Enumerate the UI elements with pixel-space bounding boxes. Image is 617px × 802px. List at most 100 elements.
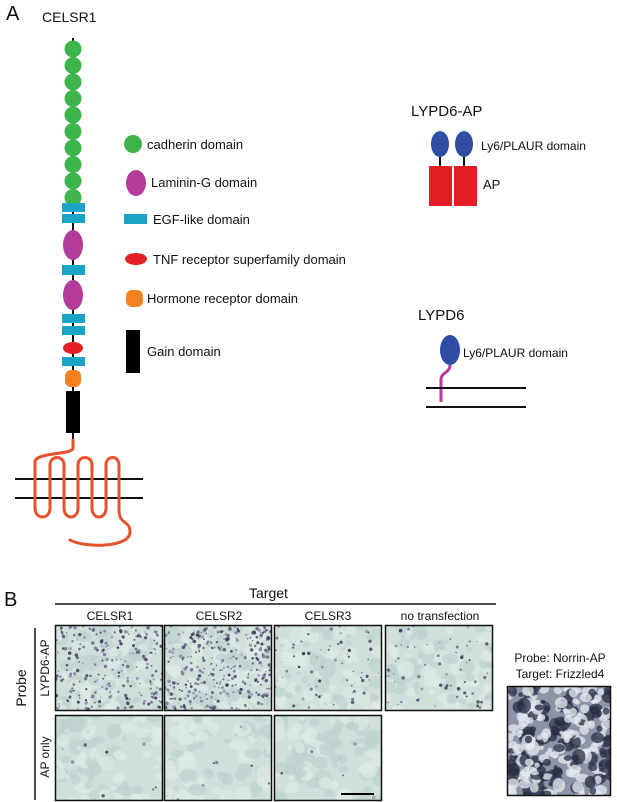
stain-speck bbox=[65, 669, 68, 672]
cadherin-legend-label: cadherin domain bbox=[147, 137, 243, 152]
stain-speck bbox=[364, 629, 369, 634]
stain-speck bbox=[79, 643, 82, 646]
texture-blotch bbox=[152, 649, 158, 655]
stain-speck bbox=[126, 677, 129, 680]
stain-speck bbox=[91, 694, 95, 698]
stain-speck bbox=[257, 674, 261, 677]
stain-speck bbox=[202, 680, 207, 685]
texture-blotch bbox=[69, 698, 78, 707]
stain-speck bbox=[102, 652, 107, 657]
stain-speck bbox=[83, 677, 88, 681]
stain-speck bbox=[78, 680, 81, 683]
stain-speck bbox=[72, 683, 76, 686]
stain-speck bbox=[101, 659, 104, 662]
texture-blotch bbox=[122, 736, 127, 742]
stain-speck bbox=[59, 626, 63, 630]
stain-speck bbox=[329, 644, 332, 648]
stain-speck bbox=[178, 697, 182, 701]
stain-speck bbox=[239, 725, 243, 728]
texture-blotch bbox=[345, 639, 352, 646]
texture-blotch bbox=[483, 685, 489, 692]
stain-speck bbox=[76, 656, 79, 660]
micrograph-border bbox=[163, 714, 273, 802]
texture-blotch bbox=[589, 706, 595, 712]
stain-speck bbox=[319, 648, 322, 651]
stain-speck bbox=[212, 647, 214, 649]
ap-label: AP bbox=[483, 177, 500, 192]
texture-blotch bbox=[441, 639, 449, 645]
stain-speck bbox=[393, 681, 396, 683]
target-title: Target bbox=[249, 585, 288, 601]
stain-speck bbox=[62, 678, 65, 681]
stain-speck bbox=[241, 680, 245, 684]
stain-speck bbox=[260, 642, 264, 646]
stain-speck bbox=[193, 688, 197, 692]
stain-speck bbox=[191, 632, 195, 636]
stain-speck bbox=[256, 681, 259, 683]
texture-blotch bbox=[572, 781, 584, 793]
texture-blotch bbox=[538, 745, 544, 751]
texture-blotch bbox=[301, 675, 309, 683]
texture-blotch bbox=[572, 748, 586, 765]
texture-blotch bbox=[169, 715, 184, 721]
stain-speck bbox=[216, 699, 220, 703]
stain-speck bbox=[193, 697, 196, 700]
stain-speck bbox=[205, 626, 209, 630]
texture-blotch bbox=[594, 775, 602, 785]
stain-speck bbox=[167, 660, 170, 663]
stain-speck bbox=[224, 632, 228, 636]
stain-speck bbox=[104, 645, 108, 648]
stain-speck bbox=[486, 672, 488, 674]
texture-blotch bbox=[480, 652, 493, 662]
stain-speck bbox=[94, 691, 97, 694]
stain-speck bbox=[126, 701, 129, 704]
stain-speck bbox=[247, 674, 249, 676]
texture-blotch bbox=[253, 735, 258, 739]
stain-speck bbox=[360, 678, 365, 683]
texture-blotch bbox=[366, 749, 378, 758]
stain-speck bbox=[260, 683, 262, 686]
texture-blotch bbox=[178, 644, 193, 657]
texture-blotch bbox=[454, 701, 462, 710]
stain-speck bbox=[93, 663, 97, 666]
stain-speck bbox=[120, 670, 123, 673]
texture-blotch bbox=[590, 732, 605, 744]
stain-speck bbox=[257, 701, 260, 704]
stain-speck bbox=[280, 771, 284, 775]
laminin-legend-label: Laminin-G domain bbox=[151, 175, 257, 190]
stain-speck bbox=[91, 641, 95, 645]
texture-blotch bbox=[369, 675, 382, 689]
texture-blotch bbox=[507, 724, 519, 732]
stain-speck bbox=[197, 683, 199, 685]
stain-speck bbox=[202, 646, 205, 650]
stain-speck bbox=[158, 687, 162, 691]
stain-speck bbox=[98, 704, 102, 708]
stain-speck bbox=[235, 639, 239, 642]
texture-blotch bbox=[552, 778, 566, 793]
stain-speck bbox=[221, 686, 224, 689]
control-micrograph bbox=[506, 685, 612, 797]
texture-blotch bbox=[98, 755, 115, 770]
texture-blotch bbox=[224, 687, 241, 702]
stain-speck bbox=[247, 637, 249, 640]
texture-blotch bbox=[355, 625, 364, 631]
texture-blotch bbox=[167, 666, 184, 677]
texture-blotch bbox=[485, 695, 492, 700]
stain-speck bbox=[267, 647, 271, 651]
texture-blotch bbox=[516, 697, 531, 714]
stain-speck bbox=[135, 676, 139, 680]
stain-speck bbox=[183, 643, 187, 647]
stain-speck bbox=[235, 657, 238, 660]
stain-speck bbox=[257, 693, 261, 697]
stain-speck bbox=[83, 743, 87, 747]
stain-speck bbox=[89, 674, 92, 677]
stain-speck bbox=[134, 647, 138, 651]
stain-speck bbox=[144, 631, 146, 633]
stain-speck bbox=[135, 666, 138, 668]
cadherin-domain bbox=[64, 73, 82, 91]
panel-b-letter: B bbox=[4, 589, 17, 611]
stain-speck bbox=[139, 670, 141, 672]
texture-blotch bbox=[283, 764, 297, 776]
stain-speck bbox=[205, 632, 208, 635]
stain-speck bbox=[146, 662, 149, 666]
